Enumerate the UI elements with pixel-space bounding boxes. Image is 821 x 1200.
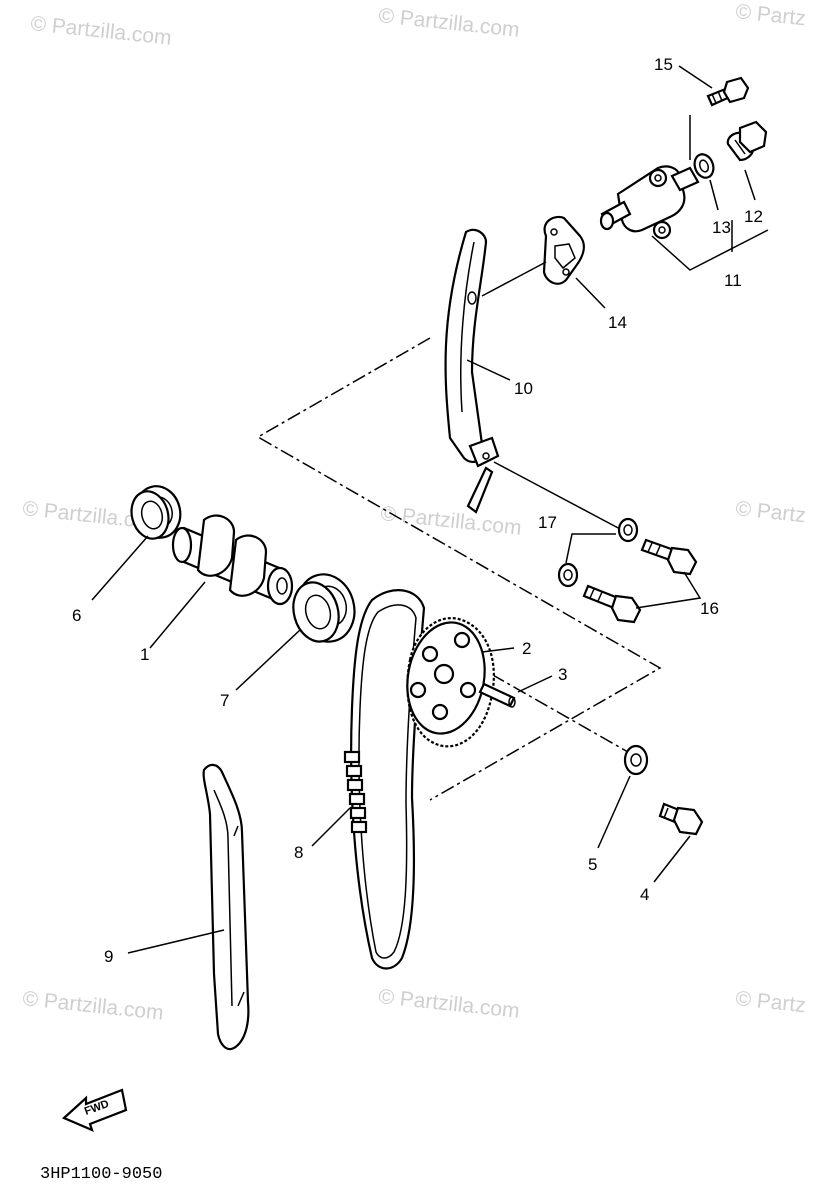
watermark: © Partz	[734, 0, 806, 30]
part-16-bolt[interactable]	[582, 584, 642, 624]
part-3-dowel-pin[interactable]	[478, 682, 516, 708]
reference-lines	[256, 337, 662, 801]
part-16-bolt[interactable]	[640, 538, 698, 576]
part-17-washer[interactable]	[617, 517, 639, 543]
part-10-tensioner-guide[interactable]	[444, 228, 500, 514]
part-13-washer[interactable]	[691, 152, 716, 181]
watermark: © Partzilla.com	[377, 4, 520, 42]
label-4: 4	[640, 885, 649, 904]
part-8-cam-chain[interactable]	[343, 589, 426, 970]
watermark: © Partzilla.com	[29, 12, 172, 50]
watermark: © Partz	[734, 987, 806, 1017]
part-11-tensioner[interactable]	[599, 165, 700, 240]
part-14-gasket[interactable]	[542, 215, 585, 285]
watermark: © Partzilla.com	[377, 985, 520, 1023]
label-16: 16	[700, 599, 719, 618]
label-1: 1	[140, 645, 149, 664]
part-4-bolt[interactable]	[658, 802, 704, 836]
label-12: 12	[744, 207, 763, 226]
part-labels: 15 12 13 11 14 10 17 16 6 1 2 3 7 8 5 4 …	[72, 55, 763, 966]
label-11: 11	[724, 271, 742, 290]
watermark: © Partzilla.com	[379, 502, 522, 540]
watermark: © Partz	[734, 497, 806, 527]
label-14: 14	[608, 313, 627, 332]
label-5: 5	[588, 855, 597, 874]
label-15: 15	[654, 55, 673, 74]
part-1-camshaft[interactable]	[171, 514, 294, 606]
label-13: 13	[712, 218, 731, 237]
part-12-plug[interactable]	[726, 120, 768, 162]
part-17-washer[interactable]	[557, 562, 579, 588]
label-6: 6	[72, 606, 81, 625]
label-2: 2	[522, 639, 531, 658]
label-10: 10	[514, 379, 533, 398]
label-3: 3	[558, 665, 567, 684]
part-5-washer[interactable]	[623, 744, 649, 776]
fwd-arrow-icon: FWD	[61, 1088, 128, 1132]
part-15-bolt[interactable]	[706, 76, 750, 107]
label-7: 7	[220, 691, 229, 710]
watermark: © Partzilla.com	[21, 987, 164, 1025]
part-7-bearing[interactable]	[287, 568, 362, 648]
label-9: 9	[104, 947, 113, 966]
label-8: 8	[294, 843, 303, 862]
diagram-code: 3HP1100-9050	[40, 1165, 162, 1184]
part-9-chain-guide[interactable]	[202, 763, 250, 1051]
part-6-bearing[interactable]	[126, 481, 186, 543]
label-17: 17	[538, 513, 557, 532]
part-2-cam-sprocket[interactable]	[399, 616, 495, 748]
